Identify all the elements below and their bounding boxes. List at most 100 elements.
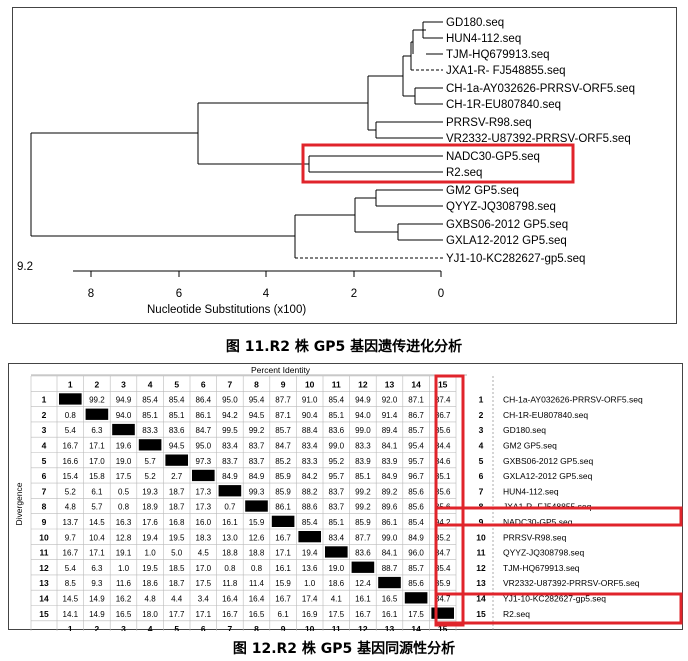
matrix-cell: 87.4 bbox=[435, 396, 451, 405]
matrix-cell: 18.8 bbox=[249, 549, 265, 558]
sequence-name: GXBS06-2012 GP5.seq bbox=[503, 456, 594, 466]
matrix-cell: 85.2 bbox=[275, 457, 291, 466]
matrix-cell: 14.5 bbox=[89, 518, 105, 527]
matrix-cell: 99.0 bbox=[329, 442, 345, 451]
tree-leaf-label: TJM-HQ679913.seq bbox=[446, 49, 550, 61]
matrix-cell: 19.1 bbox=[116, 549, 132, 558]
matrix-cell: 18.0 bbox=[142, 610, 158, 619]
sequence-name: R2.seq bbox=[503, 609, 530, 619]
matrix-cell: 84.7 bbox=[435, 549, 451, 558]
matrix-cell: 5.2 bbox=[145, 472, 157, 481]
matrix-cell: 16.5 bbox=[116, 610, 132, 619]
matrix-cell: 17.5 bbox=[408, 610, 424, 619]
matrix-cell: 94.5 bbox=[169, 442, 185, 451]
tree-leaf-label: GD180.seq bbox=[446, 17, 504, 29]
matrix-cell: 19.0 bbox=[116, 457, 132, 466]
diagonal-cell bbox=[112, 423, 135, 436]
matrix-cell: 17.1 bbox=[196, 610, 212, 619]
tree-leaf-label: GM2 GP5.seq bbox=[446, 185, 519, 197]
row-number-right: 14 bbox=[476, 594, 486, 604]
matrix-cell: 88.4 bbox=[302, 426, 318, 435]
matrix-cell: 16.6 bbox=[63, 457, 79, 466]
matrix-cell: 90.4 bbox=[302, 411, 318, 420]
matrix-cell: 85.9 bbox=[275, 472, 291, 481]
matrix-cell: 3.4 bbox=[198, 595, 210, 604]
highlight-row-nadc30 bbox=[434, 506, 683, 527]
matrix-cell: 5.4 bbox=[65, 564, 77, 573]
matrix-cell: 95.7 bbox=[408, 457, 424, 466]
diagonal-cell bbox=[192, 469, 215, 482]
matrix-cell: 84.1 bbox=[382, 442, 398, 451]
diagonal-cell bbox=[298, 531, 321, 543]
tree-leaf-label: HUN4-112.seq bbox=[446, 33, 521, 45]
matrix-cell: 18.9 bbox=[142, 503, 158, 512]
matrix-cell: 86.1 bbox=[382, 518, 398, 527]
matrix-cell: 16.4 bbox=[249, 595, 265, 604]
matrix-cell: 19.4 bbox=[142, 533, 158, 542]
matrix-cell: 85.9 bbox=[435, 579, 451, 588]
matrix-cell: 99.2 bbox=[355, 503, 371, 512]
diagonal-cell bbox=[404, 592, 428, 604]
row-number: 12 bbox=[39, 563, 49, 573]
matrix-cell: 12.4 bbox=[355, 579, 371, 588]
col-footer: 15 bbox=[438, 624, 448, 631]
matrix-cell: 94.0 bbox=[355, 411, 371, 420]
matrix-cell: 15.9 bbox=[275, 579, 291, 588]
matrix-cell: 12.8 bbox=[116, 533, 132, 542]
col-footer: 1 bbox=[68, 624, 73, 631]
scale-label: 9.2 bbox=[17, 261, 33, 273]
matrix-cell: 2.7 bbox=[171, 472, 183, 481]
matrix-cell: 85.6 bbox=[435, 426, 451, 435]
matrix-cell: 19.0 bbox=[329, 564, 345, 573]
matrix-cell: 5.7 bbox=[145, 457, 157, 466]
matrix-cell: 95.0 bbox=[222, 396, 238, 405]
matrix-cell: 16.1 bbox=[275, 564, 291, 573]
matrix-cell: 83.7 bbox=[249, 442, 265, 451]
matrix-cell: 83.9 bbox=[355, 457, 371, 466]
matrix-cell: 83.7 bbox=[249, 457, 265, 466]
matrix-cell: 95.7 bbox=[329, 472, 345, 481]
matrix-cell: 16.1 bbox=[355, 595, 371, 604]
matrix-cell: 99.3 bbox=[249, 487, 265, 496]
matrix-cell: 83.6 bbox=[355, 549, 371, 558]
col-footer: 6 bbox=[201, 624, 206, 631]
axis-tick-label: 6 bbox=[176, 288, 182, 300]
col-footer: 11 bbox=[332, 624, 341, 631]
matrix-cell: 13.6 bbox=[302, 564, 318, 573]
axis-tick-label: 4 bbox=[263, 288, 270, 300]
row-number-right: 1 bbox=[479, 395, 484, 405]
tree-branches bbox=[30, 21, 443, 259]
matrix-cell: 97.3 bbox=[196, 457, 212, 466]
matrix-cell: 84.9 bbox=[249, 472, 265, 481]
sequence-name: YJ1-10-KC282627-gp5.seq bbox=[503, 594, 606, 604]
matrix-cell: 85.1 bbox=[355, 472, 371, 481]
matrix-cell: 85.2 bbox=[435, 533, 451, 542]
matrix-cell: 17.5 bbox=[196, 579, 212, 588]
matrix-cell: 87.7 bbox=[275, 396, 291, 405]
matrix-cell: 86.4 bbox=[196, 396, 212, 405]
matrix-cell: 17.6 bbox=[142, 518, 158, 527]
col-footer: 8 bbox=[254, 624, 259, 631]
col-header: 3 bbox=[121, 379, 126, 389]
tree-leaf-label: VR2332-U87392-PRRSV-ORF5.seq bbox=[446, 133, 631, 145]
matrix-cell: 86.7 bbox=[408, 411, 424, 420]
diagonal-cell bbox=[431, 607, 454, 619]
row-number: 5 bbox=[42, 456, 47, 466]
col-header: 6 bbox=[201, 379, 206, 389]
matrix-cell: 18.7 bbox=[169, 487, 185, 496]
matrix-cell: 99.0 bbox=[382, 533, 398, 542]
matrix-cell: 85.4 bbox=[329, 396, 345, 405]
axis-tick-label: 0 bbox=[438, 288, 444, 300]
diagonal-cell bbox=[378, 576, 401, 589]
matrix-cell: 85.1 bbox=[142, 411, 158, 420]
row-number: 13 bbox=[39, 578, 49, 588]
matrix-cell: 5.0 bbox=[171, 549, 183, 558]
matrix-cell: 17.1 bbox=[89, 549, 105, 558]
matrix-cell: 84.9 bbox=[222, 472, 238, 481]
matrix-cell: 15.9 bbox=[249, 518, 265, 527]
diagonal-cell bbox=[325, 546, 348, 558]
matrix-cell: 18.5 bbox=[169, 564, 185, 573]
matrix-cell: 8.5 bbox=[65, 579, 77, 588]
matrix-cell: 99.0 bbox=[355, 426, 371, 435]
